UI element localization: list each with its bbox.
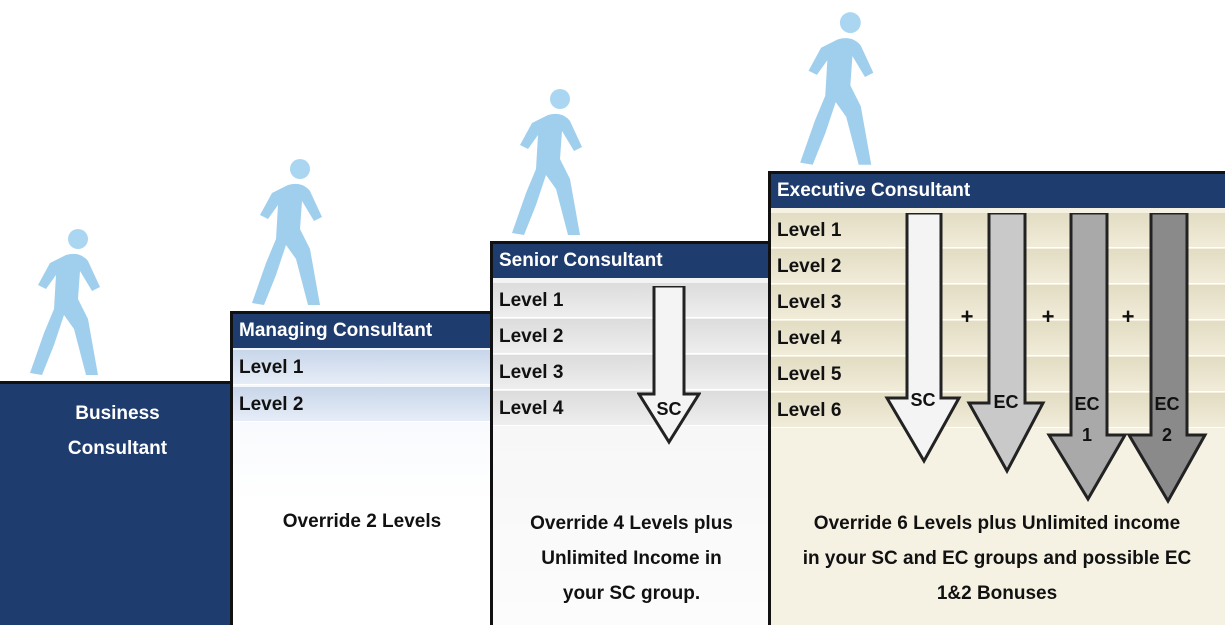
walking-person-icon-executive xyxy=(795,8,890,170)
senior-description: Override 4 Levels plus Unlimited Income … xyxy=(493,506,770,611)
executive-description: Override 6 Levels plus Unlimited income … xyxy=(771,506,1223,611)
business-consultant-step: Business Consultant xyxy=(0,381,235,625)
senior-description-line: your SC group. xyxy=(562,583,701,604)
ec1-arrow-label-line1: EC xyxy=(1074,394,1100,414)
managing-consultant-step: Managing Consultant Level 1 Level 2 Over… xyxy=(230,311,494,625)
walking-person-icon-senior xyxy=(510,85,595,240)
business-consultant-title: Business Consultant xyxy=(0,396,235,466)
senior-consultant-header: Senior Consultant xyxy=(493,244,770,278)
senior-description-line: Override 4 Levels plus xyxy=(530,513,733,534)
executive-description-line: 1&2 Bonuses xyxy=(936,583,1058,604)
senior-level-row: Level 2 xyxy=(493,319,770,354)
walking-person-icon-business xyxy=(28,225,113,380)
walking-person-icon-managing xyxy=(250,155,335,310)
senior-level-row: Level 3 xyxy=(493,355,770,390)
executive-description-line: Override 6 Levels plus Unlimited income xyxy=(813,513,1181,534)
senior-level-row: Level 1 xyxy=(493,283,770,318)
ec2-arrow: EC 2 xyxy=(1125,213,1209,505)
senior-description-line: Unlimited Income in xyxy=(541,548,722,569)
sc-arrow: SC xyxy=(883,213,963,465)
business-title-line2: Consultant xyxy=(67,438,168,459)
senior-level-row: Level 4 xyxy=(493,391,770,426)
plus-sign: + xyxy=(960,304,974,329)
managing-description: Override 2 Levels xyxy=(282,511,442,532)
ec2-arrow-label-line1: EC xyxy=(1154,394,1180,414)
senior-consultant-step: Senior Consultant Level 1 Level 2 Level … xyxy=(490,241,773,625)
ec1-arrow: EC 1 xyxy=(1045,213,1129,503)
managing-level-row: Level 1 xyxy=(233,350,491,385)
managing-consultant-header: Managing Consultant xyxy=(233,314,491,348)
executive-description-line: in your SC and EC groups and possible EC xyxy=(802,548,1192,569)
sc-arrow-label: SC xyxy=(656,399,682,419)
plus-sign: + xyxy=(1041,304,1055,329)
ec-arrow-label: EC xyxy=(993,392,1019,412)
ec-arrow: EC xyxy=(965,213,1047,475)
sc-arrow: SC xyxy=(637,286,701,446)
sc-arrow-label: SC xyxy=(910,390,936,410)
plus-sign: + xyxy=(1121,304,1135,329)
ec2-arrow-label-line2: 2 xyxy=(1161,425,1172,445)
executive-consultant-step: Executive Consultant Level 1 Level 2 Lev… xyxy=(768,171,1225,625)
ec1-arrow-label-line2: 1 xyxy=(1081,425,1092,445)
business-title-line1: Business xyxy=(75,403,160,424)
managing-level-row: Level 2 xyxy=(233,387,491,422)
executive-consultant-header: Executive Consultant xyxy=(771,174,1225,208)
